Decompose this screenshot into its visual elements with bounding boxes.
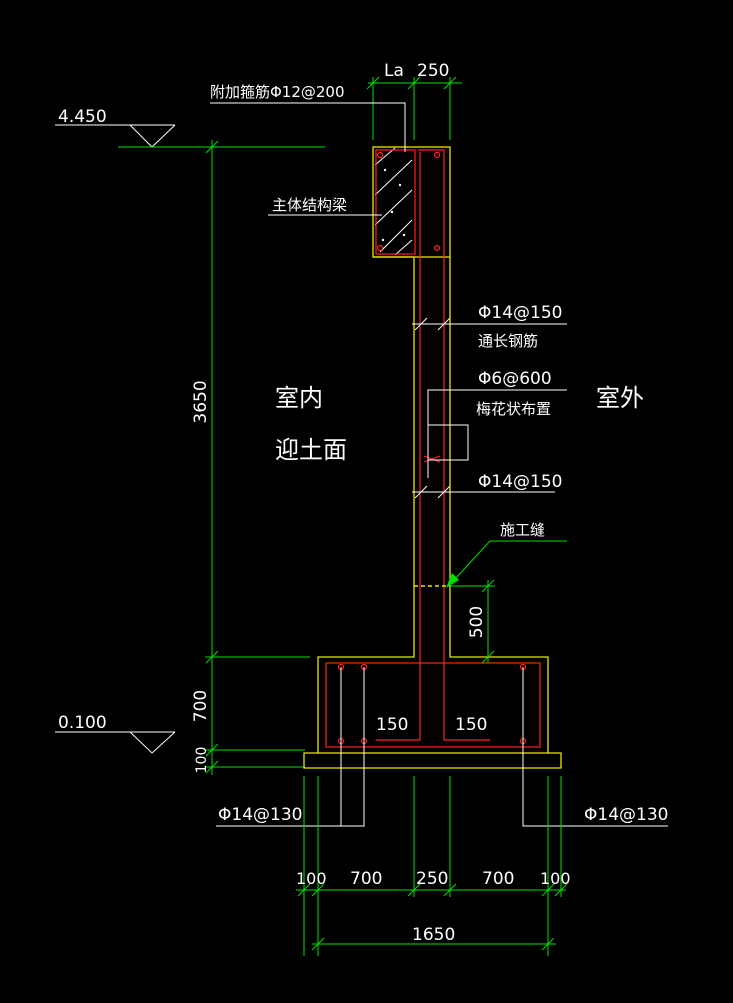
dim-joint-500: 500 xyxy=(467,606,487,638)
bottom-dimension-chain: 100 700 250 700 100 1650 xyxy=(296,776,571,956)
dim-total: 1650 xyxy=(412,925,455,945)
label-indoor: 室内 xyxy=(275,384,323,412)
label-rebar-long-note: 通长钢筋 xyxy=(478,332,538,350)
label-construction-joint: 施工缝 xyxy=(500,521,545,539)
dim-la: La xyxy=(384,61,404,81)
label-add-stirrup: 附加箍筋Φ12@200 xyxy=(210,83,345,101)
concrete-outline xyxy=(303,146,562,769)
label-outdoor: 室外 xyxy=(596,384,644,412)
level-marker-top: 4.450 xyxy=(55,107,325,148)
label-tie-note: 梅花状布置 xyxy=(476,400,551,418)
rebar-lines xyxy=(325,149,541,748)
label-foot-right: Φ14@130 xyxy=(584,805,668,825)
dim-bottom-250: 250 xyxy=(416,869,448,889)
dim-bottom-700-right: 700 xyxy=(482,869,514,889)
dim-inner-150-right: 150 xyxy=(455,715,487,735)
leader-main-beam: 主体结构梁 xyxy=(268,196,382,216)
level-marker-bottom: 0.100 xyxy=(55,713,176,754)
leader-construction-joint: 施工缝 xyxy=(414,521,567,588)
dim-bottom-100-right: 100 xyxy=(540,869,571,888)
label-rebar-vertical: Φ14@150 xyxy=(478,472,562,492)
label-main-beam: 主体结构梁 xyxy=(272,196,347,214)
level-top-text: 4.450 xyxy=(58,107,107,127)
left-dimension-chain: 3650 700 100 xyxy=(191,140,310,775)
dim-bottom-100-left: 100 xyxy=(296,869,327,888)
leader-foot-right: Φ14@130 xyxy=(522,667,668,827)
leader-foot-left: Φ14@130 xyxy=(216,667,365,827)
dim-slab-100: 100 xyxy=(194,747,210,774)
dim-bottom-700-left: 700 xyxy=(350,869,382,889)
leader-add-stirrup: 附加箍筋Φ12@200 xyxy=(210,83,406,152)
label-tie: Φ6@600 xyxy=(478,369,552,389)
level-bottom-text: 0.100 xyxy=(58,713,107,733)
leader-tie: Φ6@600 梅花状布置 xyxy=(427,369,567,478)
label-foot-left: Φ14@130 xyxy=(218,805,302,825)
dim-wall-height: 3650 xyxy=(191,380,211,423)
top-dimension: La 250 xyxy=(366,61,462,140)
label-earth-face: 迎土面 xyxy=(275,436,347,464)
joint-dimension: 500 xyxy=(450,579,495,664)
dim-top-250: 250 xyxy=(417,61,449,81)
label-rebar-long: Φ14@150 xyxy=(478,303,562,323)
leader-rebar-long: Φ14@150 通长钢筋 xyxy=(412,303,567,350)
dim-footing-700: 700 xyxy=(191,690,211,722)
main-beam-hatch xyxy=(374,147,413,256)
dim-inner-150-left: 150 xyxy=(376,715,408,735)
leader-rebar-vertical: Φ14@150 xyxy=(412,472,562,499)
